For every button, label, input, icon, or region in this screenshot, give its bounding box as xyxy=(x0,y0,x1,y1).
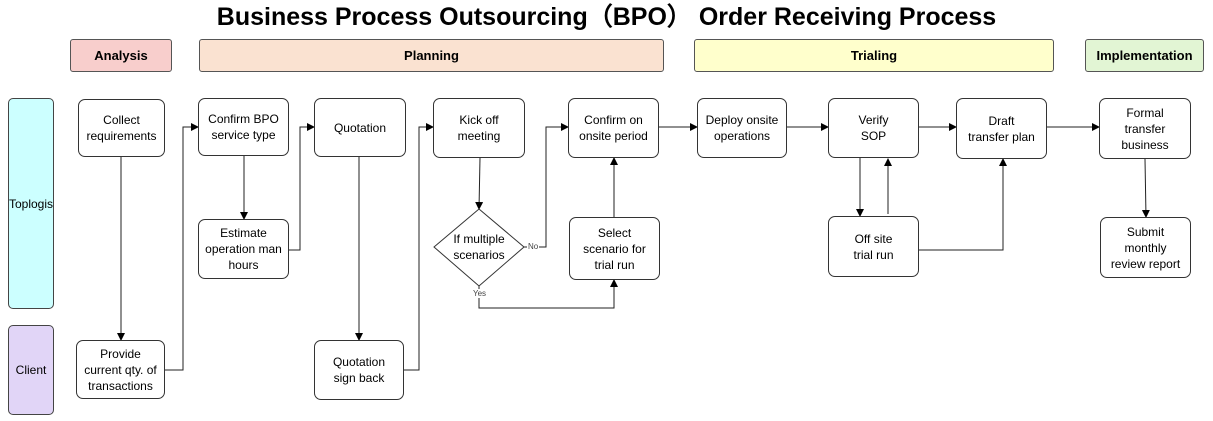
edge-label-no: No xyxy=(527,242,540,251)
node-verify-sop: Verify SOP xyxy=(828,98,919,158)
node-estimate-hours: Estimate operation man hours xyxy=(198,219,289,279)
node-submit-monthly-review-report: Submit monthly review report xyxy=(1100,217,1191,278)
lane-client: Client xyxy=(8,325,54,415)
node-confirm-onsite-period: Confirm on onsite period xyxy=(568,98,659,158)
edge-formal-to-submit xyxy=(1141,158,1150,218)
phase-analysis-label: Analysis xyxy=(94,48,148,63)
node-quotation: Quotation xyxy=(314,98,406,157)
edge-decision-yes-to-select xyxy=(478,279,618,309)
node-provide-qty: Provide current qty. of transactions xyxy=(76,340,165,399)
lane-toplogis-label: Toplogis xyxy=(8,196,54,211)
edge-signback-to-kickoff xyxy=(404,123,434,371)
lane-client-label: Client xyxy=(15,363,47,377)
node-confirm-bpo-service-type: Confirm BPO service type xyxy=(198,98,289,156)
edge-estimate-to-quotation xyxy=(288,123,315,251)
phase-implementation: Implementation xyxy=(1085,39,1204,72)
decision-multiple-scenarios-label: If multiple scenarios xyxy=(453,232,505,262)
edge-offsite-to-draft xyxy=(919,158,1007,251)
phase-trialing: Trialing xyxy=(694,39,1054,72)
page-title: Business Process Outsourcing（BPO） Order … xyxy=(216,3,997,31)
lane-toplogis: Toplogis xyxy=(8,98,54,309)
phase-trialing-label: Trialing xyxy=(850,48,898,63)
decision-diamond xyxy=(433,208,525,287)
edge-decision-no-to-confirm-onsite xyxy=(524,123,569,248)
node-kick-off-meeting: Kick off meeting xyxy=(433,98,525,158)
node-draft-transfer-plan: Draft transfer plan xyxy=(956,98,1047,159)
node-quotation-sign-back: Quotation sign back xyxy=(314,340,404,400)
phase-planning: Planning xyxy=(199,39,664,72)
node-off-site-trial-run: Off site trial run xyxy=(828,216,919,277)
node-select-scenario: Select scenario for trial run xyxy=(569,217,660,280)
node-formal-transfer-business: Formal transfer business xyxy=(1099,98,1191,159)
edge-kickoff-to-decision xyxy=(475,157,484,210)
node-collect-requirements: Collect requirements xyxy=(78,99,165,157)
edge-label-yes: Yes xyxy=(472,289,488,298)
phase-implementation-label: Implementation xyxy=(1096,48,1193,63)
phase-analysis: Analysis xyxy=(70,39,172,72)
node-deploy-onsite-operations: Deploy onsite operations xyxy=(697,98,787,158)
edge-provide-to-confirm-bpo xyxy=(165,123,199,371)
phase-planning-label: Planning xyxy=(404,48,459,63)
